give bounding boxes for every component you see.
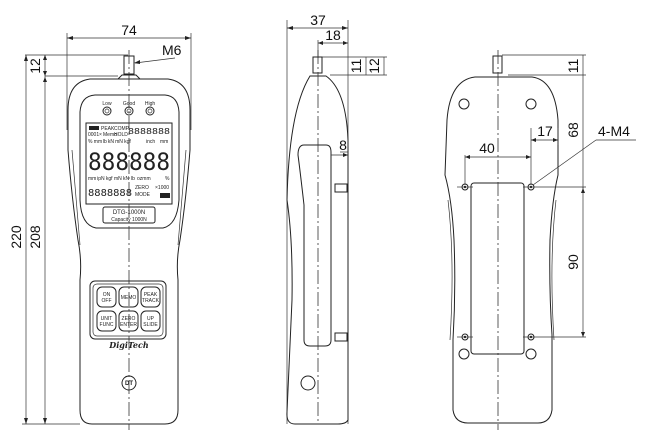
side-button <box>300 375 316 391</box>
lcd-comp-label: COMP <box>114 126 130 132</box>
thread-label: M6 <box>162 42 182 58</box>
lcd-x-label: × <box>99 132 102 138</box>
svg-text:kgf: kgf <box>106 176 113 182</box>
mount-holes-m4 <box>457 183 586 341</box>
indicator-high-label: High <box>145 101 156 107</box>
svg-text:kN: kN <box>123 176 130 182</box>
dim-shaft-12-label: 12 <box>366 58 382 74</box>
svg-text:mm: mm <box>160 139 168 145</box>
dim-top-to-holes-label: 68 <box>565 122 581 138</box>
back-shaft <box>492 55 503 74</box>
battery-icon <box>89 126 99 130</box>
svg-text:kgf: kgf <box>124 139 131 145</box>
lcd-small-digits-bottom: 8888888 <box>88 188 132 199</box>
keypad <box>89 280 167 340</box>
side-screw-bottom <box>334 332 348 342</box>
svg-text:%: % <box>165 176 170 182</box>
dim-total-height-label: 220 <box>8 225 24 249</box>
keypad-button-sublabel: TRACK <box>142 298 160 304</box>
indicator-low-label: Low <box>102 101 112 107</box>
device-body-front <box>67 78 191 425</box>
back-hole-top-left <box>458 98 470 110</box>
dim-hole-vertical-label: 90 <box>565 254 581 270</box>
back-hole-top-right <box>525 98 537 110</box>
lcd-units-bottom: mm ipN kgf mN kN lb ozmm % <box>88 176 170 182</box>
side-screw-top <box>334 183 348 193</box>
svg-text:lb: lb <box>131 176 135 182</box>
lcd-zero-label: ZERO <box>135 185 149 191</box>
dim-hole-spacing-label: 40 <box>479 140 495 156</box>
svg-text:mm: mm <box>94 139 102 145</box>
svg-text:mN: mN <box>114 176 122 182</box>
lcd-memo-label: Memo <box>103 132 117 138</box>
svg-text:lb: lb <box>103 139 107 145</box>
led-high-icon <box>145 106 155 116</box>
capacity-label: Capacity 1000N <box>111 217 147 223</box>
device-body-back <box>444 76 559 424</box>
lcd-mode-label: MODE <box>135 192 151 198</box>
front-view: 74 M6 12 220 208 Low Good High <box>8 22 192 430</box>
battery-low-icon <box>160 193 170 198</box>
lcd-hold-label: HOLD <box>114 132 128 138</box>
lcd-small-digits-top: 8888888 <box>128 127 170 136</box>
side-grip <box>297 144 332 347</box>
back-recess <box>470 182 525 355</box>
keypad-button-sublabel: OFF <box>102 298 112 304</box>
device-body-side <box>286 75 349 425</box>
dim-shaft-11-label: 11 <box>348 59 364 74</box>
back-view: 11 68 40 17 4-M4 <box>444 50 636 430</box>
dim-depth-label: 37 <box>310 12 326 28</box>
back-hole-bottom-left <box>458 348 470 360</box>
svg-text:kN: kN <box>108 139 115 145</box>
keypad-button-label: ON <box>103 292 111 298</box>
keypad-button-label: MEMO <box>121 295 137 301</box>
keypad-button-memo[interactable]: MEMO <box>118 286 139 308</box>
keypad-button-sublabel: SLIDE <box>143 322 158 328</box>
display-bezel <box>79 94 180 229</box>
hole-callout-label: 4-M4 <box>598 123 630 139</box>
lcd-x1000-label: ×1000 <box>155 185 169 191</box>
brand-logo: DigiTech <box>108 340 149 350</box>
keypad-button-label: UNIT <box>101 316 113 322</box>
svg-text:inch: inch <box>146 139 155 145</box>
back-hole-bottom-right <box>525 348 537 360</box>
svg-text:mN: mN <box>115 139 123 145</box>
dim-edge-to-hole-label: 17 <box>537 123 553 139</box>
lcd-0001-label: 0001 <box>88 132 99 138</box>
dim-back-shaft-label: 11 <box>565 59 581 74</box>
svg-text:ozmm: ozmm <box>137 176 151 182</box>
side-shaft <box>312 56 323 74</box>
dim-edge-label: 8 <box>339 137 347 153</box>
svg-text:%: % <box>88 139 93 145</box>
keypad-button-label: ZERO <box>122 316 136 322</box>
dim-body-height-label: 208 <box>27 225 43 249</box>
keypad-button-label: UP <box>147 316 155 322</box>
side-view: 37 18 11 12 8 <box>286 12 387 425</box>
svg-text:mm: mm <box>88 176 96 182</box>
keypad-button-label: PEAK <box>144 292 158 298</box>
keypad-button-sublabel: FUNC <box>100 322 114 328</box>
dim-shaft-offset-label: 18 <box>325 27 341 43</box>
led-low-icon <box>102 106 112 116</box>
dim-width-label: 74 <box>121 22 137 38</box>
svg-text:ipN: ipN <box>97 176 105 182</box>
dim-hook-height-label: 12 <box>27 58 43 74</box>
lcd-units-top: % mm lb kN mN kgf inch mm <box>88 139 168 145</box>
lcd-peak-label: PEAK <box>101 126 115 132</box>
